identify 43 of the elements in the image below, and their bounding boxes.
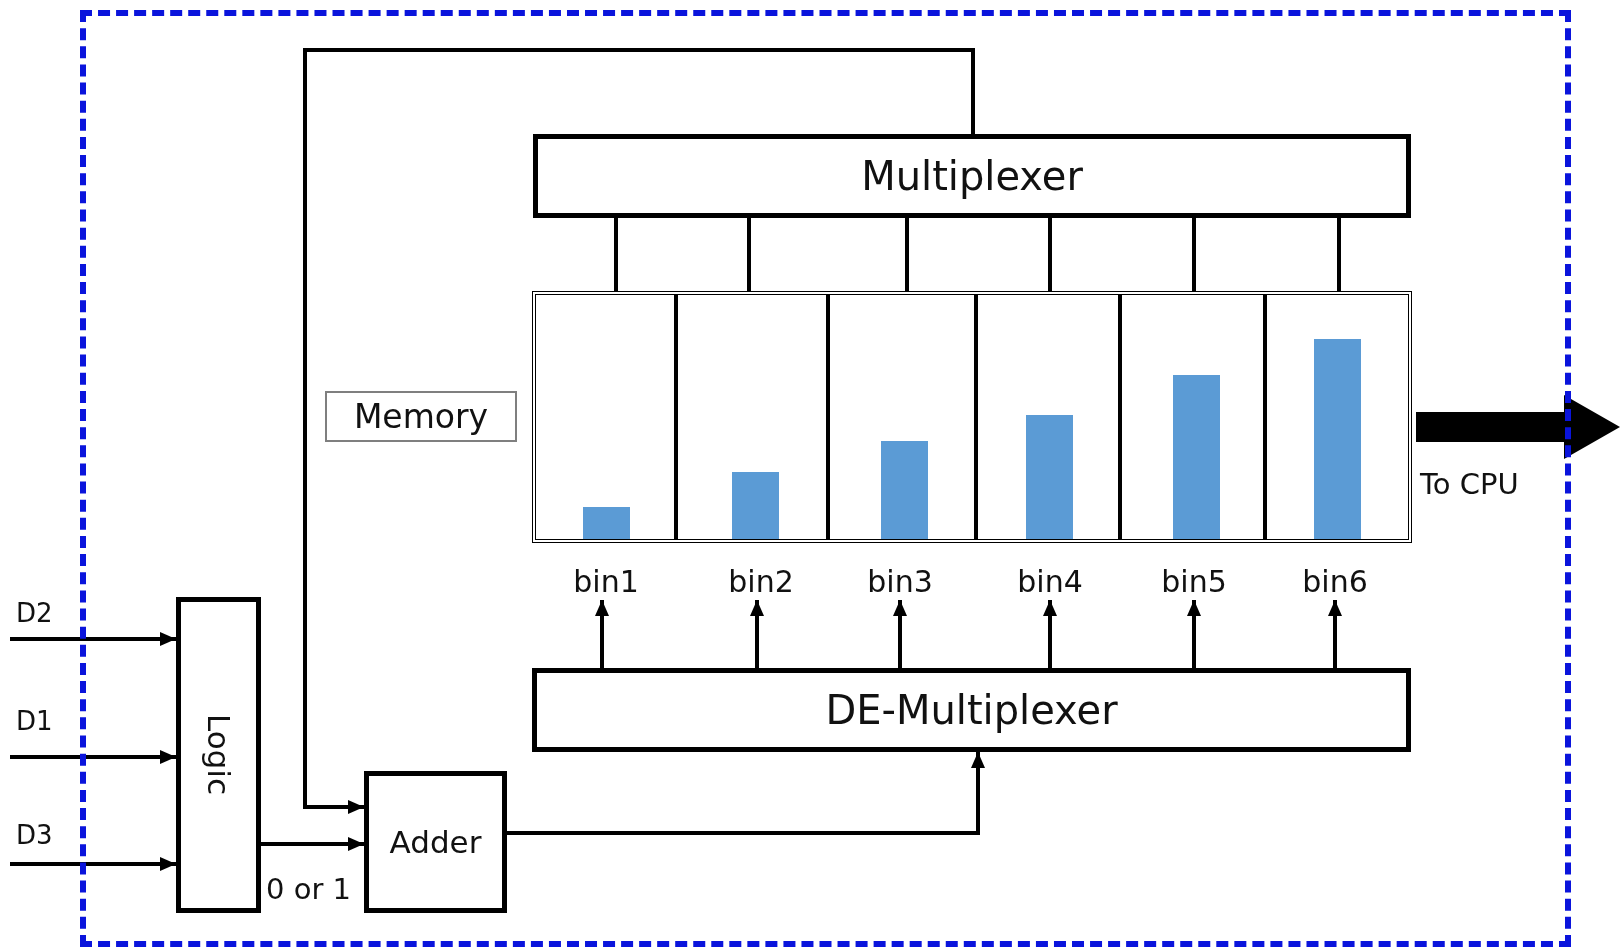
arrow bbox=[1416, 395, 1620, 459]
bin-label: bin2 bbox=[725, 562, 797, 600]
histogram-bar bbox=[1314, 339, 1361, 539]
arrow bbox=[10, 632, 176, 646]
arrow bbox=[595, 600, 609, 668]
bin-label: bin4 bbox=[1014, 562, 1086, 600]
bin-label: bin6 bbox=[1299, 562, 1371, 600]
multiplexer-box: Multiplexer bbox=[533, 134, 1411, 218]
memory-label-box: Memory bbox=[325, 391, 517, 442]
input-label: D1 bbox=[10, 708, 62, 757]
connector-line bbox=[1337, 218, 1341, 291]
adder-box: Adder bbox=[364, 771, 507, 913]
arrow bbox=[10, 750, 176, 764]
demultiplexer-box: DE-Multiplexer bbox=[532, 668, 1411, 752]
histogram-bar bbox=[1173, 375, 1220, 539]
connector-line bbox=[747, 218, 751, 291]
histogram-bar bbox=[583, 507, 630, 539]
input-label: D2 bbox=[10, 600, 62, 639]
connector-line bbox=[614, 218, 618, 291]
arrow bbox=[507, 752, 985, 835]
connector-line bbox=[905, 218, 909, 291]
input-label: D3 bbox=[10, 822, 62, 864]
arrow bbox=[1328, 600, 1342, 668]
arrow bbox=[893, 600, 907, 668]
arrow bbox=[1187, 600, 1201, 668]
edge-label: 0 or 1 bbox=[266, 872, 351, 906]
dashed-boundary bbox=[80, 10, 1571, 947]
bin-label: bin5 bbox=[1158, 562, 1230, 600]
bin-label: bin3 bbox=[864, 562, 936, 600]
bin-label: bin1 bbox=[570, 562, 642, 600]
edge-label: To CPU bbox=[1420, 467, 1519, 501]
memory-block bbox=[532, 291, 1412, 543]
arrow bbox=[750, 600, 764, 668]
connector-line bbox=[1192, 218, 1196, 291]
histogram-bar bbox=[732, 472, 779, 539]
arrow bbox=[303, 48, 975, 814]
histogram-bar bbox=[881, 441, 928, 539]
histogram-bar bbox=[1026, 415, 1073, 539]
logic-box: Logic bbox=[176, 597, 261, 913]
arrow bbox=[261, 837, 364, 851]
arrow bbox=[1043, 600, 1057, 668]
arrow bbox=[10, 857, 176, 871]
connector-line bbox=[1048, 218, 1052, 291]
